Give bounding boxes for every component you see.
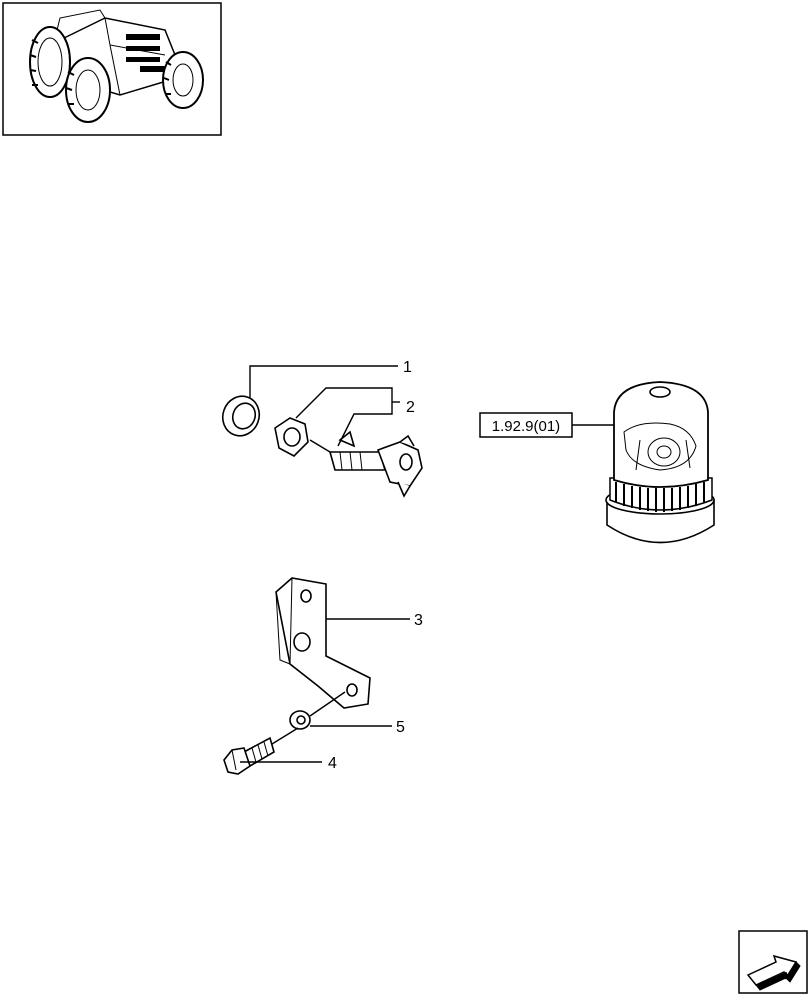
rotating-beacon bbox=[605, 381, 715, 544]
tractor-thumbnail-icon bbox=[2, 2, 222, 136]
part-3-mounting-bracket bbox=[275, 577, 371, 709]
part-1-seal-ring bbox=[221, 395, 261, 437]
next-page-arrow-icon[interactable] bbox=[738, 930, 808, 994]
part-2-socket-connector bbox=[274, 417, 423, 498]
part-4-hex-bolt bbox=[223, 736, 275, 775]
callout-1: 1 bbox=[403, 359, 412, 376]
reference-box[interactable]: 1.92.9(01) bbox=[479, 412, 573, 438]
callout-5: 5 bbox=[396, 719, 405, 736]
callout-4: 4 bbox=[328, 755, 337, 772]
callout-2: 2 bbox=[406, 399, 415, 416]
reference-label[interactable]: 1.92.9(01) bbox=[492, 418, 560, 435]
part-5-washer bbox=[289, 710, 311, 730]
callout-3: 3 bbox=[414, 612, 423, 629]
